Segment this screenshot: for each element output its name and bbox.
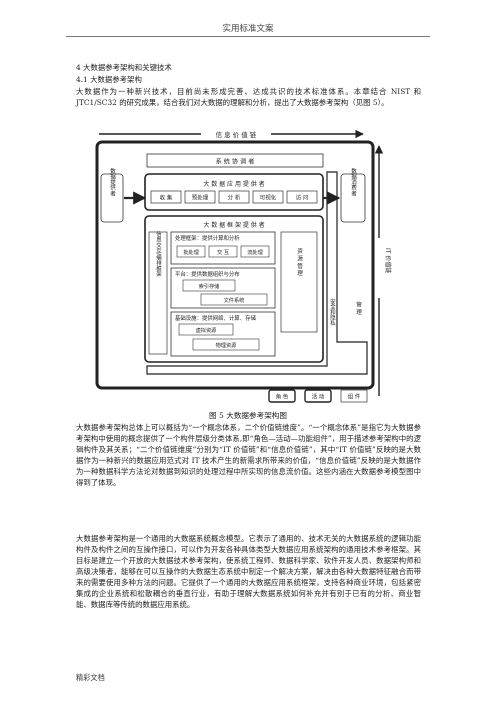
step-access: 访 问 — [296, 194, 309, 202]
architecture-diagram: 信 息 价 值 链 IT 价值链 系 统 协 调 者 数据提供者 数据消费者 大… — [95, 128, 395, 403]
data-consumer-box — [340, 173, 366, 223]
coordinator-label: 系 统 协 调 者 — [216, 158, 255, 166]
data-provider-box — [100, 173, 124, 223]
figure-caption: 图 5 大数据参考架构图 — [208, 411, 287, 420]
stream-label: 流处理 — [247, 248, 263, 256]
info-chain-label: 信 息 价 值 链 — [216, 130, 257, 139]
security-frame — [146, 171, 368, 375]
interactive-label: 交 互 — [217, 248, 229, 256]
subsection-heading: 4.1 大数据参考架构 — [76, 75, 142, 84]
body-paragraph-2: 大数据参考架构是一个通用的大数据系统概念模型。它表示了通用的、技术无关的大数据系… — [76, 534, 421, 609]
management-label: 管 理 — [355, 300, 362, 314]
section-heading: 4 大数据参考架构和关键技术 — [76, 63, 172, 72]
file-system-label: 文件系统 — [224, 296, 245, 304]
legend: 角 色 活 动 组 件 — [268, 389, 368, 403]
platform-label: 平台：提供数据组织与分布 — [175, 270, 240, 278]
page-header: 实用标准文案 — [222, 24, 274, 34]
intro-paragraph: 大数据作为一种新兴技术，目前尚未形成完善、达成共识的技术标准体系。本章结合 NI… — [76, 87, 421, 107]
app-steps: 收 集 预处理 分 析 可视化 访 问 — [150, 190, 318, 204]
header-rule — [66, 36, 430, 37]
app-provider-label: 大 数 据 应 用 提 供 者 — [203, 180, 264, 188]
outer-frame — [95, 140, 375, 390]
body-paragraph-1: 大数据参考架构总体上可以概括为“一个概念体系，二个价值链维度”。“一个概念体系”… — [76, 423, 421, 487]
page-footer: 精彩文档 — [76, 673, 105, 682]
physical-resources-label: 物理资源 — [216, 341, 238, 349]
step-preprocess: 预处理 — [192, 194, 209, 202]
legend-activity: 活 动 — [312, 393, 325, 401]
data-consumer-label: 数据消费者 — [350, 167, 357, 197]
step-collect: 收 集 — [160, 194, 173, 202]
framework-provider-label: 大 数 据 框 架 提 供 者 — [203, 221, 264, 229]
step-visualize: 可视化 — [260, 194, 277, 202]
data-provider-label: 数据提供者 — [109, 167, 116, 197]
step-analyze: 分 析 — [228, 194, 241, 202]
batch-label: 批处理 — [183, 248, 199, 256]
lifecycle-box — [148, 231, 168, 355]
resource-mgmt-box — [280, 231, 318, 333]
coordinator-box — [146, 153, 324, 168]
security-label: 安全和隐私 — [329, 297, 336, 327]
it-chain-label: IT 价值链 — [384, 248, 392, 273]
virtual-resources-label: 虚拟资源 — [196, 326, 218, 334]
legend-role: 角 色 — [276, 393, 289, 401]
legend-component: 组 件 — [348, 393, 361, 401]
infra-label: 基础设施：提供网络、计算、存储 — [175, 314, 256, 322]
processing-label: 处理框架：提供计算和分析 — [175, 234, 240, 242]
index-storage-label: 索引存储 — [199, 282, 220, 290]
resource-mgmt-label: 资 源 管 理 — [296, 247, 303, 276]
lifecycle-label: 信息交互/编排框架 — [155, 230, 162, 278]
